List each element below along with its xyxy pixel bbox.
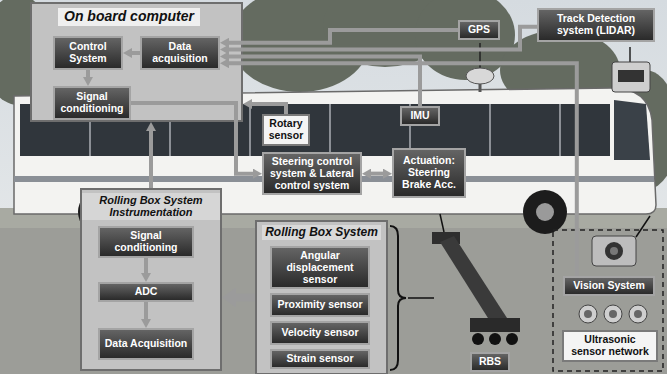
connector-arrow: [86, 70, 90, 77]
sensor-box: Proximity sensor: [270, 293, 370, 317]
sensor-box: GPS: [458, 20, 500, 40]
box-label: GPS: [468, 24, 490, 36]
box-label: Rotary sensor: [267, 118, 305, 142]
sensor-box: Vision System: [563, 276, 655, 296]
process-box: Signal conditioning: [53, 86, 131, 120]
box-label: Velocity sensor: [281, 327, 358, 339]
process-box: Signal conditioning: [98, 226, 194, 258]
bus-windshield: [614, 100, 650, 160]
ground: [0, 208, 667, 374]
device-box: RBS: [470, 352, 510, 372]
box-label: Control System: [58, 41, 118, 65]
leader-line: [408, 297, 434, 299]
connector-arrow: [144, 258, 148, 273]
box-label: Ultrasonic sensor network: [567, 334, 653, 358]
panel-heading: On board computer: [58, 8, 200, 26]
box-label: Track Detection system (LIDAR): [542, 13, 650, 37]
instrumentation-panel: Rolling Box System InstrumentationSignal…: [80, 188, 222, 371]
connector-arrow: [132, 51, 140, 55]
connector-arrow: [229, 27, 537, 50]
box-label: ADC: [135, 286, 158, 298]
connector-arrow: [149, 131, 153, 188]
box-label: RBS: [479, 356, 501, 368]
box-label: Proximity sensor: [277, 299, 362, 311]
ultrasonic-sensors: [579, 305, 647, 323]
box-label: Data Acquisition: [105, 338, 187, 350]
connector-arrow: [229, 56, 420, 106]
control-box: Steering control system & Lateral contro…: [262, 152, 362, 195]
box-label: Steering control system & Lateral contro…: [267, 156, 357, 191]
box-label: Data acquisition: [145, 41, 215, 65]
box-label: Vision System: [573, 280, 645, 292]
connector-arrow: [252, 104, 286, 114]
process-box: Data acquisition: [140, 36, 220, 70]
sensor-group-outline: [553, 230, 663, 371]
box-label: IMU: [410, 110, 429, 122]
sensor-box: Velocity sensor: [270, 321, 370, 345]
gps-antenna: [466, 43, 494, 92]
rolling-box-drawing: [432, 214, 520, 345]
connector-arrow: [236, 294, 255, 302]
sensor-box: Angular displacement sensor: [270, 246, 370, 289]
vision-camera: [592, 216, 650, 266]
sensor-box: IMU: [400, 106, 440, 126]
actuator-box: Actuation: Steering Brake Acc.: [392, 148, 466, 198]
box-label: Strain sensor: [286, 353, 353, 365]
lidar-sensor: [612, 47, 650, 92]
process-box: Control System: [53, 36, 123, 70]
process-box: Data Acquisition: [98, 328, 194, 360]
connector-arrow: [229, 30, 458, 43]
panel-heading: Rolling Box System Instrumentation: [82, 193, 220, 220]
panel-heading: Rolling Box System: [262, 225, 381, 240]
sensor-box: Rotary sensor: [262, 114, 310, 146]
sensor-box: Strain sensor: [270, 349, 370, 369]
computer-panel: On board computerControl System Data acqu…: [30, 2, 243, 122]
rolling-box-panel: Rolling Box SystemAngular displacement s…: [255, 220, 388, 374]
sensor-box: Ultrasonic sensor network: [562, 330, 658, 362]
box-label: Signal conditioning: [103, 230, 189, 254]
process-box: ADC: [98, 282, 194, 302]
bracket: [390, 226, 406, 370]
box-label: Angular displacement sensor: [275, 250, 365, 285]
box-label: Actuation: Steering Brake Acc.: [397, 155, 461, 190]
box-label: Signal conditioning: [58, 91, 126, 115]
connector-arrow: [131, 103, 253, 174]
connector-arrow: [144, 302, 148, 319]
connector-arrow: [371, 172, 383, 176]
connector-arrow: [229, 63, 577, 276]
sensor-box: Track Detection system (LIDAR): [537, 8, 655, 42]
